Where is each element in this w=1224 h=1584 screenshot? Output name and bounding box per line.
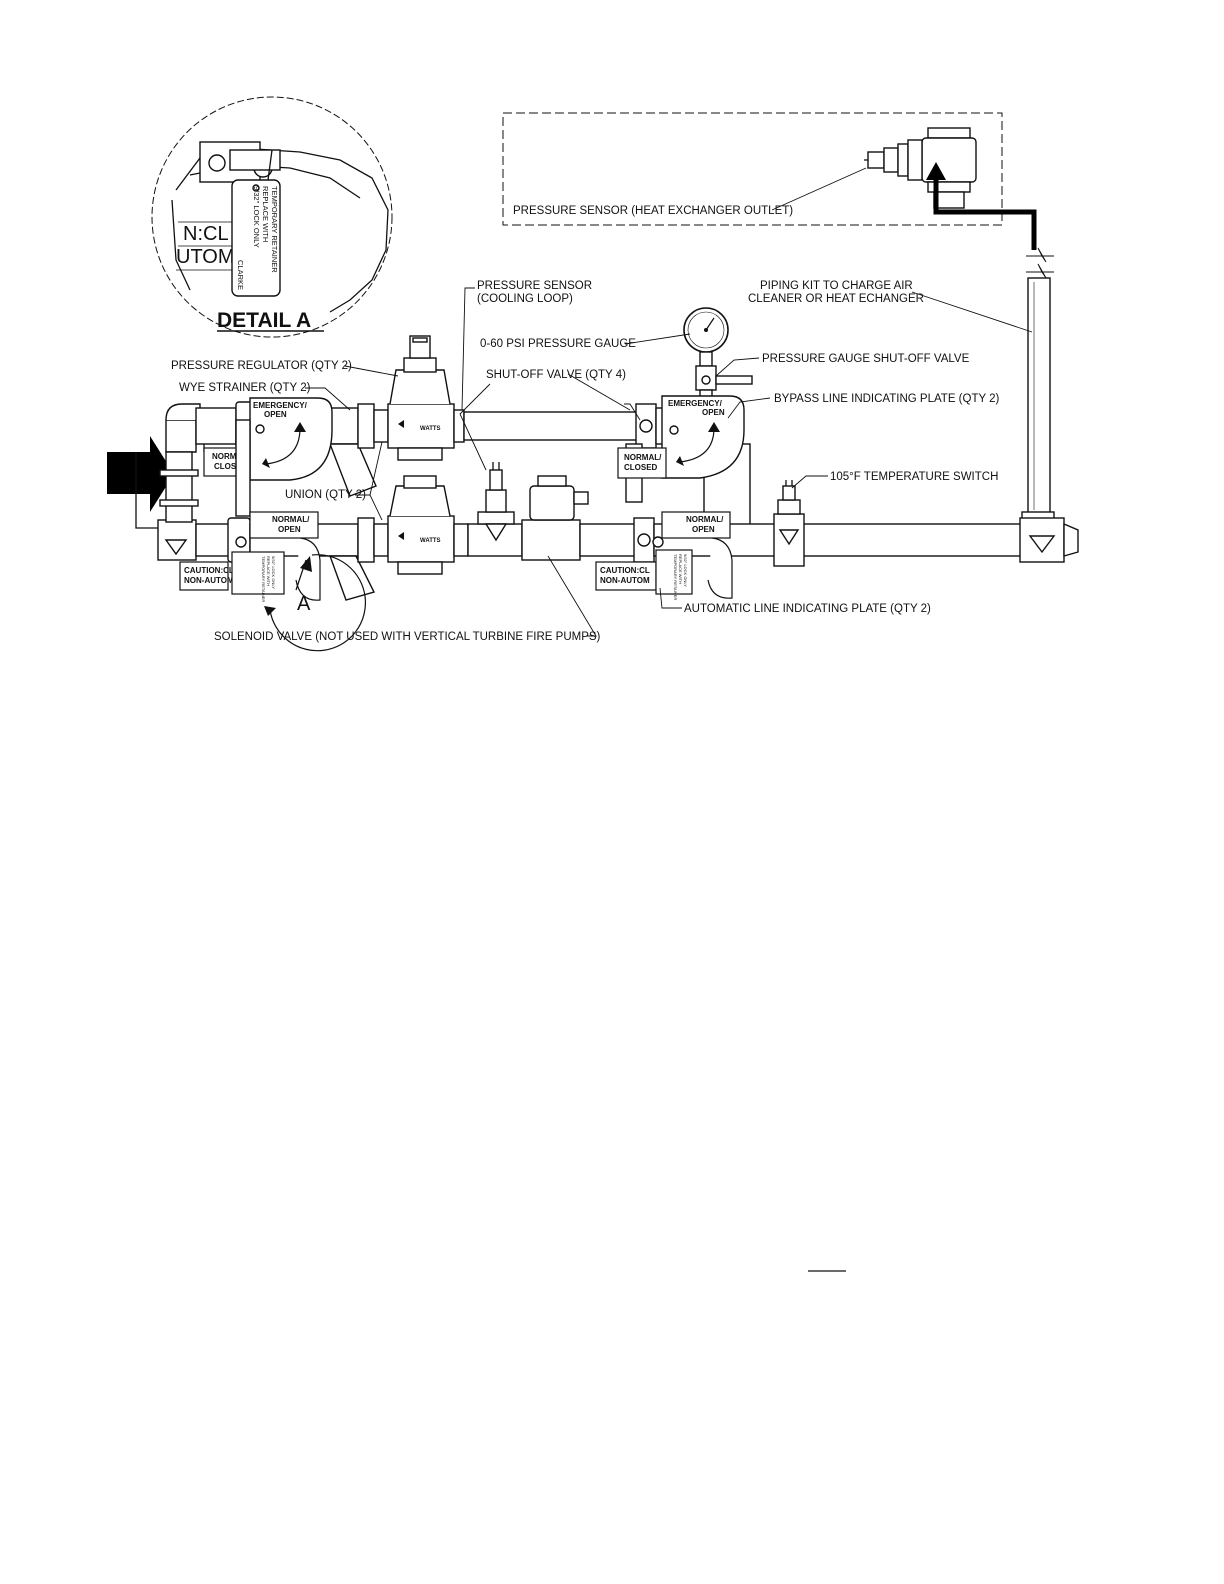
detail-plate-fragment-1: N:CL bbox=[183, 223, 229, 245]
plate-normal-open-left-2: OPEN bbox=[278, 525, 301, 534]
plate-emergency-right-text-1: EMERGENCY/ bbox=[668, 399, 723, 408]
lower-automatic-line: WATTS bbox=[157, 451, 1079, 601]
normal-closed-plate-right: NORMAL/ CLOSED bbox=[617, 447, 667, 479]
flow-arrow-up bbox=[926, 162, 946, 180]
bypass-plate-left: EMERGENCY/ OPEN bbox=[249, 397, 333, 481]
normal-closed-plate-left: NORM CLOS bbox=[203, 419, 251, 517]
label-pressure-gauge-shutoff: PRESSURE GAUGE SHUT-OFF VALVE bbox=[762, 353, 970, 365]
pressure-sensor-hx bbox=[864, 139, 923, 181]
plate-caution-right-1: CAUTION:CL bbox=[600, 566, 650, 575]
svg-text:9/32" LOCK ONLY: 9/32" LOCK ONLY bbox=[683, 554, 688, 587]
pipe-break-symbol-bottom bbox=[1026, 263, 1054, 279]
pressure-sensor-cooling-loop bbox=[485, 462, 507, 513]
pressure-regulator-upper: WATTS bbox=[387, 335, 455, 461]
plate-caution-left-1: CAUTION:CL bbox=[184, 566, 234, 575]
plate-normal-open-right-2: OPEN bbox=[692, 525, 715, 534]
svg-text:9/32" LOCK ONLY: 9/32" LOCK ONLY bbox=[271, 556, 276, 589]
plate-emergency-text-1: EMERGENCY/ bbox=[253, 401, 308, 410]
plate-normal-open-left-1: NORMAL/ bbox=[272, 515, 310, 524]
leader-lines bbox=[305, 167, 1033, 637]
detail-tag-line-3: 9/32" LOCK ONLY bbox=[252, 186, 261, 248]
label-temperature-switch: 105°F TEMPERATURE SWITCH bbox=[830, 471, 998, 483]
plate-normal-closed-right-2: CLOSED bbox=[624, 463, 658, 472]
plate-caution-left-2: NON-AUTOM bbox=[184, 576, 234, 585]
solenoid-valve bbox=[521, 475, 589, 561]
plate-normal-open-right-1: NORMAL/ bbox=[686, 515, 724, 524]
plate-emergency-text-2: OPEN bbox=[264, 410, 287, 419]
detail-retainer-tag bbox=[231, 179, 281, 297]
inlet-flow-arrow bbox=[107, 436, 174, 512]
detail-tag-line-1: TEMPORARY RETAINER bbox=[270, 186, 279, 273]
label-bypass-plate: BYPASS LINE INDICATING PLATE (QTY 2) bbox=[774, 393, 1000, 405]
detail-tag-line-2: REPLACE WITH bbox=[261, 186, 270, 242]
label-pressure-sensor-cooling-2: (COOLING LOOP) bbox=[477, 293, 573, 305]
pressure-regulator-lower: WATTS bbox=[387, 475, 455, 575]
label-shutoff-valve: SHUT-OFF VALVE (QTY 4) bbox=[486, 369, 626, 381]
detail-plate-fragment-2: UTOM bbox=[176, 246, 235, 268]
detail-a-inset: N:CL UTOM TEMPORARY RETAINER REPLACE WIT… bbox=[151, 96, 393, 338]
flow-path-line bbox=[933, 176, 1037, 250]
label-piping-kit-1: PIPING KIT TO CHARGE AIR bbox=[760, 280, 913, 292]
detail-a-label: DETAIL A bbox=[217, 309, 311, 332]
plate-normal-closed-left-2: CLOS bbox=[214, 462, 237, 471]
label-pressure-regulator: PRESSURE REGULATOR (QTY 2) bbox=[171, 360, 352, 372]
label-wye-strainer: WYE STRAINER (QTY 2) bbox=[179, 382, 311, 394]
label-union: UNION (QTY 2) bbox=[285, 489, 366, 501]
plate-normal-closed-right-1: NORMAL/ bbox=[624, 453, 662, 462]
svg-text:WATTS: WATTS bbox=[420, 426, 441, 432]
svg-text:REPLACE WITH: REPLACE WITH bbox=[678, 554, 683, 584]
detail-tag-brand: CLARKE bbox=[236, 260, 245, 290]
svg-text:TEMPORARY RETAINER: TEMPORARY RETAINER bbox=[261, 556, 266, 602]
label-pressure-gauge: 0-60 PSI PRESSURE GAUGE bbox=[480, 338, 636, 350]
label-piping-kit-2: CLEANER OR HEAT ECHANGER bbox=[748, 293, 924, 305]
bypass-plate-right: EMERGENCY/ OPEN bbox=[661, 395, 745, 479]
detail-a-callout-letter: A bbox=[297, 593, 311, 615]
label-pressure-sensor-cooling-1: PRESSURE SENSOR bbox=[477, 280, 592, 292]
automatic-plate-right: NORMAL/ OPEN CAUTION:CL NON-AUTOM TEMPOR… bbox=[595, 511, 733, 600]
plate-normal-closed-left-1: NORM bbox=[212, 452, 237, 461]
heat-exchanger-tee bbox=[921, 127, 977, 209]
detail-a-callout: A bbox=[264, 554, 367, 652]
svg-text:WATTS: WATTS bbox=[420, 538, 441, 544]
label-pressure-sensor-hx: PRESSURE SENSOR (HEAT EXCHANGER OUTLET) bbox=[513, 205, 793, 217]
pressure-gauge bbox=[683, 307, 753, 409]
heat-exchanger-boundary bbox=[502, 112, 1003, 226]
svg-text:REPLACE WITH: REPLACE WITH bbox=[266, 556, 271, 586]
plate-emergency-right-text-2: OPEN bbox=[702, 408, 725, 417]
label-solenoid-valve: SOLENOID VALVE (NOT USED WITH VERTICAL T… bbox=[214, 631, 601, 643]
plate-caution-right-2: NON-AUTOM bbox=[600, 576, 650, 585]
label-automatic-plate: AUTOMATIC LINE INDICATING PLATE (QTY 2) bbox=[684, 603, 931, 615]
pipe-break-symbol-top bbox=[1026, 247, 1054, 263]
piping-kit-vertical-pipe bbox=[1021, 277, 1055, 523]
temperature-switch bbox=[777, 480, 801, 515]
svg-text:TEMPORARY RETAINER: TEMPORARY RETAINER bbox=[673, 554, 678, 600]
